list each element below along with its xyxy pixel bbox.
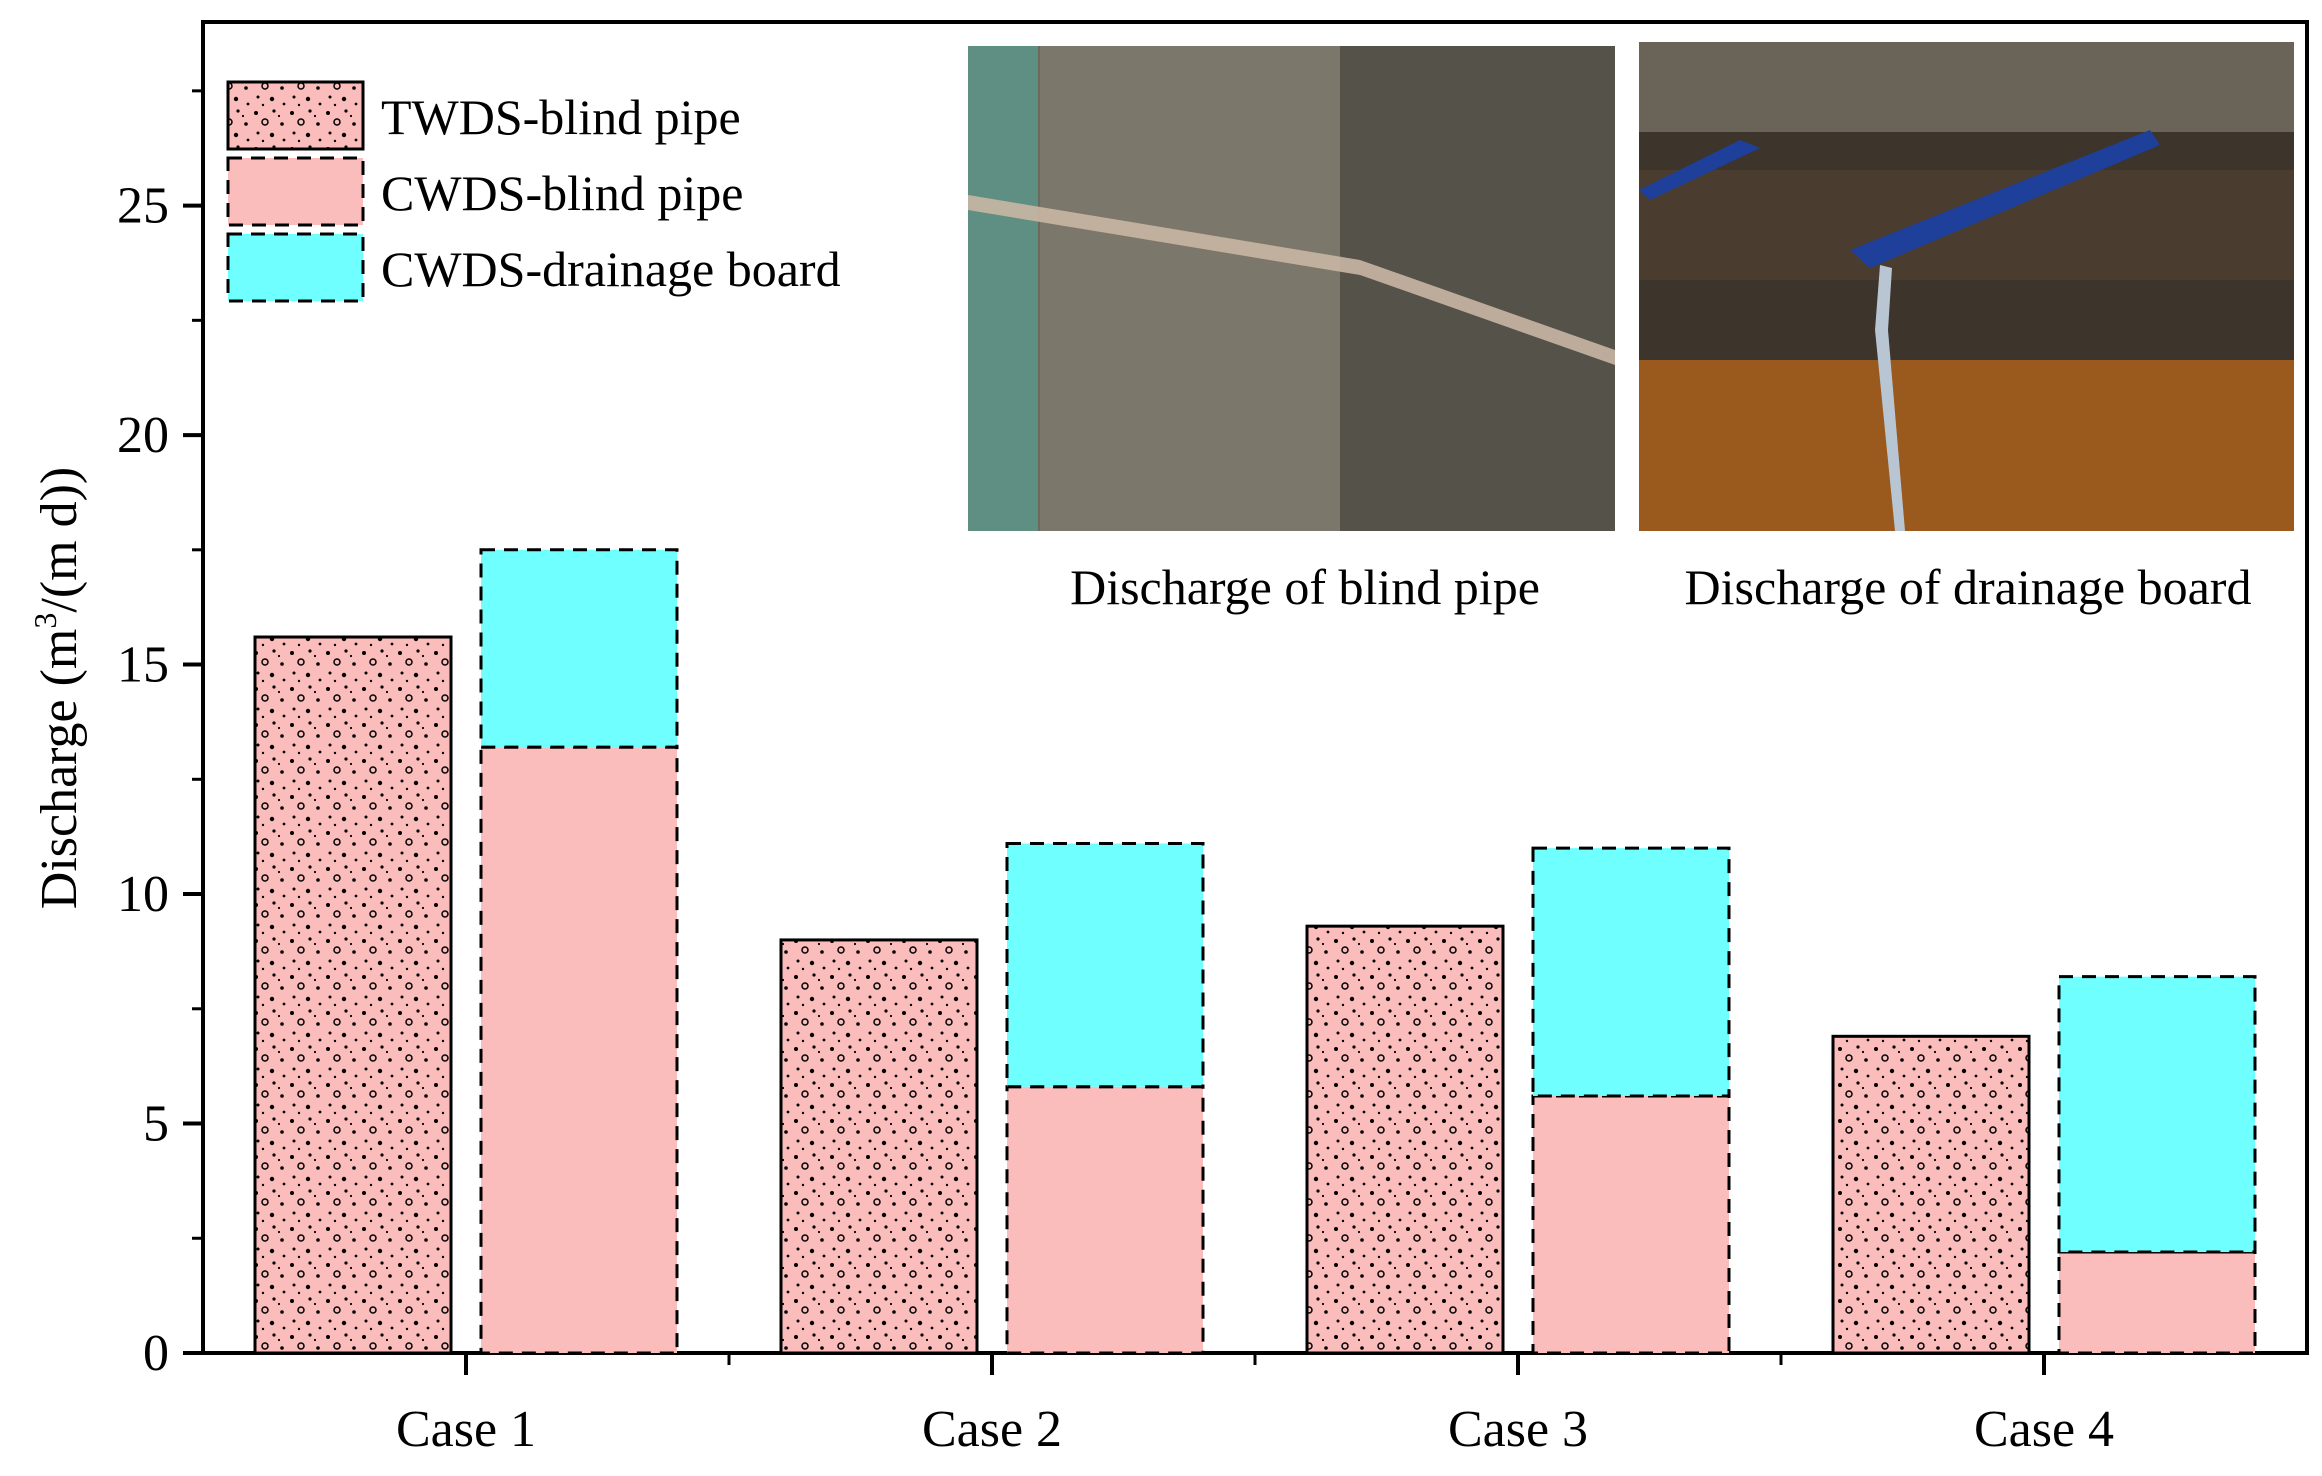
- bar-cwds-drainage-board: [1005, 842, 1205, 1089]
- bar-twds-blind-pipe: [1831, 1034, 2031, 1355]
- photo-caption-drainage-board: Discharge of drainage board: [1685, 559, 2252, 615]
- photo-blind-pipe: [968, 46, 1615, 531]
- bar-cwds-blind-pipe: [1531, 1094, 1731, 1355]
- bar-cwds-drainage-board: [1531, 846, 1731, 1098]
- x-tick-label: Case 1: [396, 1401, 536, 1458]
- y-tick-label: 0: [143, 1325, 169, 1382]
- legend: TWDS-blind pipe CWDS-blind pipe CWDS-dra…: [226, 80, 841, 303]
- legend-label-cwds-drainage-board: CWDS-drainage board: [381, 241, 841, 297]
- y-tick-label: 5: [143, 1096, 169, 1153]
- bar-twds-blind-pipe: [1305, 924, 1505, 1355]
- y-tick-label: 20: [117, 407, 169, 464]
- bar-cwds-blind-pipe: [2057, 1250, 2257, 1355]
- x-tick-label: Case 4: [1974, 1401, 2114, 1458]
- photo-caption-blind-pipe: Discharge of blind pipe: [1070, 559, 1540, 615]
- bar-cwds-drainage-board: [479, 548, 679, 749]
- bar-twds-blind-pipe: [779, 938, 979, 1355]
- bar-cwds-drainage-board: [2057, 975, 2257, 1254]
- y-tick-label: 10: [117, 866, 169, 923]
- legend-swatch-cwds-drainage-board: [226, 232, 365, 303]
- bar-cwds-blind-pipe: [479, 745, 679, 1355]
- x-tick-label: Case 3: [1448, 1401, 1588, 1458]
- bar-cwds-blind-pipe: [1005, 1085, 1205, 1355]
- x-tick-label: Case 2: [922, 1401, 1062, 1458]
- y-axis-label: Discharge (m3/(m d)): [27, 467, 88, 909]
- photo-drainage-board: [1639, 42, 2294, 531]
- legend-label-twds-blind-pipe: TWDS-blind pipe: [381, 89, 741, 145]
- legend-swatch-cwds-blind-pipe: [226, 156, 365, 227]
- y-tick-label: 15: [117, 637, 169, 694]
- legend-swatch-twds-blind-pipe: [226, 80, 365, 151]
- legend-label-cwds-blind-pipe: CWDS-blind pipe: [381, 165, 743, 221]
- y-tick-label: 25: [117, 178, 169, 235]
- bar-twds-blind-pipe: [253, 635, 453, 1355]
